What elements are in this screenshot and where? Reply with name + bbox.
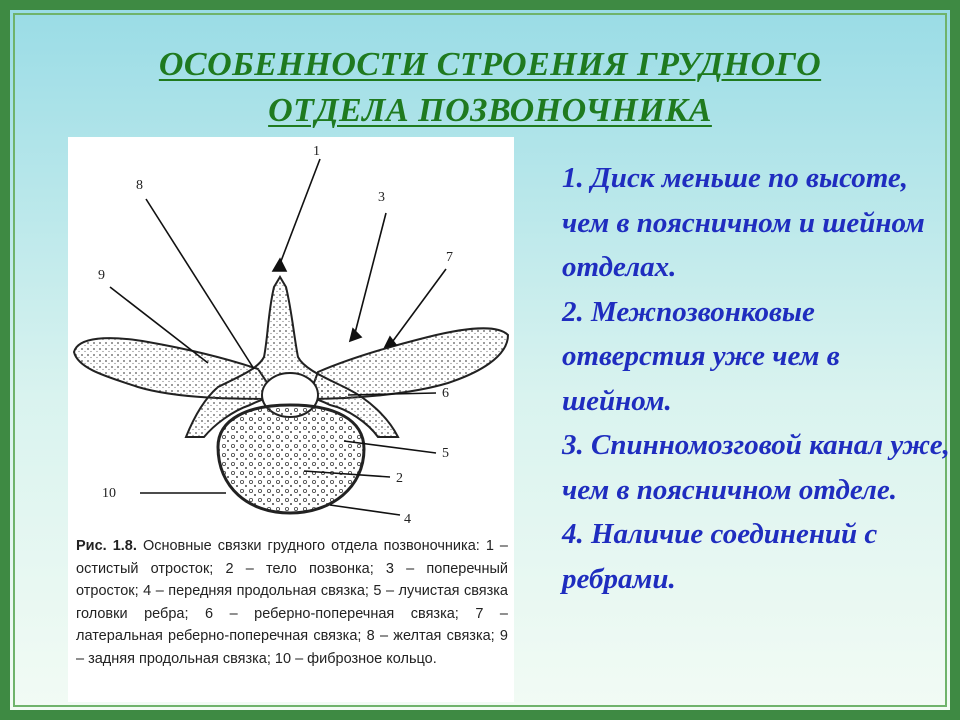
title-line-2: ОТДЕЛА ПОЗВОНОЧНИКА bbox=[268, 92, 712, 129]
feature-item-1: 1. Диск меньше по высоте, чем в поясничн… bbox=[562, 162, 925, 283]
label-1: 1 bbox=[313, 144, 320, 159]
vertebra-figure: 1 8 3 7 9 6 5 2 4 10 Рис. 1.8. Основные … bbox=[68, 137, 514, 702]
slide-title: ОСОБЕННОСТИ СТРОЕНИЯ ГРУДНОГО ОТДЕЛА ПОЗ… bbox=[70, 42, 910, 134]
feature-item-2: 2. Межпозвонковые отверстия уже чем в ше… bbox=[562, 295, 840, 417]
caption-text: Основные связки грудного отдела позвоноч… bbox=[76, 538, 508, 667]
label-5: 5 bbox=[442, 446, 449, 461]
slide-frame bbox=[13, 13, 947, 707]
vertebral-body bbox=[216, 403, 366, 515]
feature-item-4: 4. Наличие соединений с ребрами. bbox=[562, 518, 878, 595]
vertebral-arch bbox=[184, 275, 400, 438]
label-2: 2 bbox=[396, 471, 403, 486]
vertebra-illustration: 1 8 3 7 9 6 5 2 4 10 bbox=[72, 144, 510, 527]
label-6: 6 bbox=[442, 386, 449, 401]
label-7: 7 bbox=[446, 250, 453, 265]
features-list: 1. Диск меньше по высоте, чем в поясничн… bbox=[562, 156, 952, 601]
title-line-1: ОСОБЕННОСТИ СТРОЕНИЯ ГРУДНОГО bbox=[158, 46, 822, 83]
label-10: 10 bbox=[102, 486, 116, 501]
label-4: 4 bbox=[404, 512, 411, 527]
feature-item-3: 3. Спинномозговой канал уже, чем в поясн… bbox=[562, 429, 950, 506]
label-9: 9 bbox=[98, 268, 105, 283]
label-3: 3 bbox=[378, 190, 385, 205]
label-8: 8 bbox=[136, 178, 143, 193]
caption-number: Рис. 1.8. bbox=[76, 538, 137, 554]
figure-caption: Рис. 1.8. Основные связки грудного отдел… bbox=[76, 535, 508, 670]
